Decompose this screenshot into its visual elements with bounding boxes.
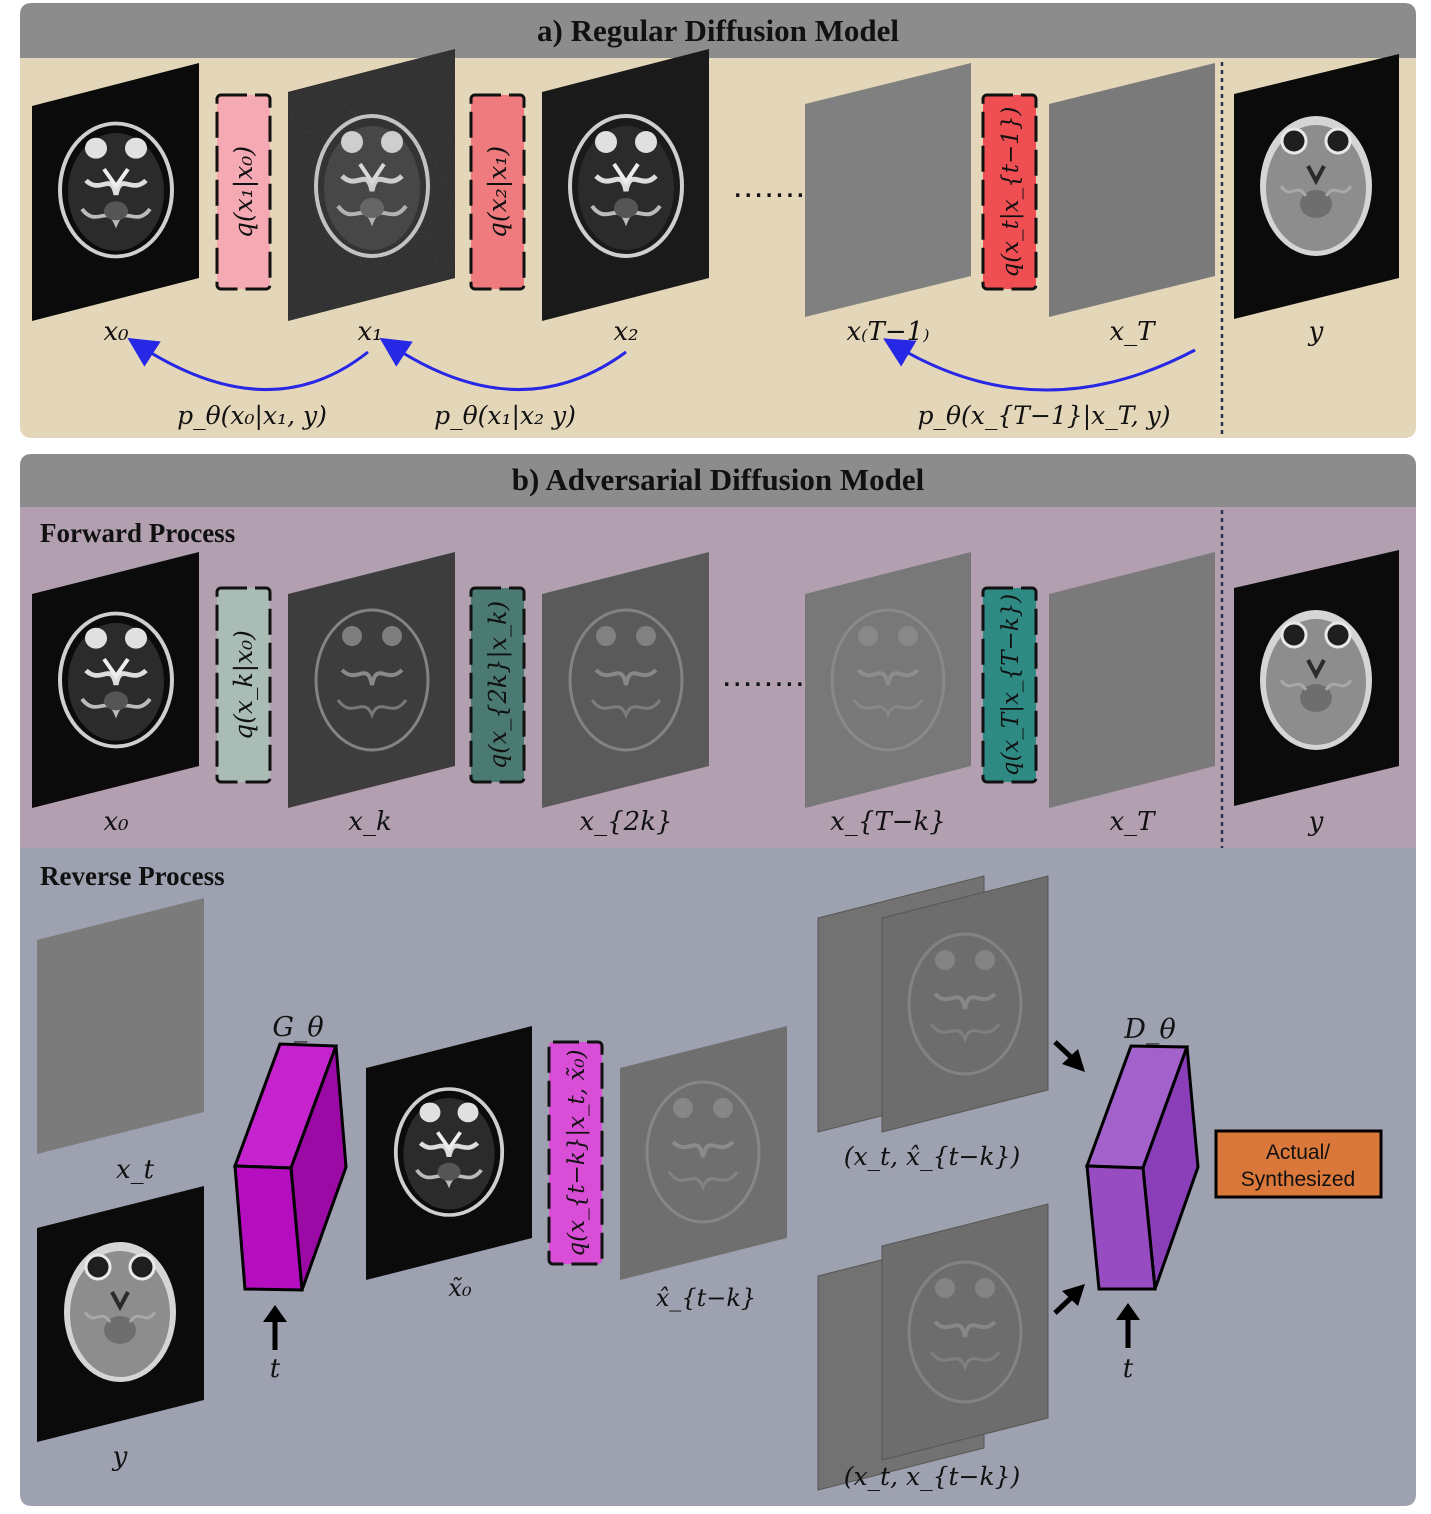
- label-b-y: y: [1308, 807, 1324, 837]
- q-box-a-1-label: q(x₁|x₀): [229, 146, 259, 238]
- q-box-b-1-label: q(x_k|x₀): [229, 630, 259, 740]
- forward-title: Forward Process: [40, 518, 235, 548]
- q-box-a-2: q(x₂|x₁): [471, 95, 524, 289]
- image-x0-a: [32, 63, 199, 321]
- label-x0-tilde: x̃₀: [448, 1274, 472, 1302]
- q-box-a-1: q(x₁|x₀): [217, 95, 270, 289]
- image-y-b: [1234, 550, 1399, 806]
- reverse-label-1: p_θ(x₀|x₁, y): [177, 401, 327, 431]
- image-xT-b: [1049, 552, 1215, 808]
- panel-a-title: a) Regular Diffusion Model: [537, 13, 899, 48]
- q-box-b-1: q(x_k|x₀): [217, 588, 270, 782]
- image-x2k-b: [542, 552, 709, 808]
- label-rev-xt: x_t: [116, 1155, 155, 1185]
- image-xhat: [620, 1026, 787, 1280]
- image-x0-b: [32, 552, 199, 808]
- label-pair-real: (x_t, x_{t−k}): [844, 1462, 1021, 1491]
- label-b-xk: x_k: [348, 807, 391, 837]
- q-box-a-3-label: q(x_t|x_{t−1}): [998, 106, 1024, 277]
- label-a-x2: x₂: [613, 317, 638, 347]
- pair-fake-images: [818, 876, 1048, 1132]
- image-xk-b: [288, 552, 455, 808]
- label-b-xT: x_T: [1109, 807, 1156, 837]
- output-line-1: Actual/: [1266, 1141, 1330, 1164]
- q-box-b-3: q(x_T|x_{T−k}): [983, 588, 1036, 782]
- label-xhat: x̂_{t−k}: [656, 1284, 756, 1312]
- label-a-x0: x₀: [103, 317, 129, 347]
- image-x2-a: [542, 49, 709, 321]
- image-xt-rev: [37, 898, 204, 1154]
- image-y-rev: [37, 1186, 204, 1442]
- label-b-x0: x₀: [103, 807, 129, 837]
- image-xT-1-a: [805, 63, 971, 317]
- q-box-b-3-label: q(x_T|x_{T−k}): [998, 594, 1024, 777]
- label-a-x1: x₁: [357, 317, 382, 347]
- discriminator-t-label: t: [1123, 1354, 1134, 1384]
- ellipsis-a: ........: [733, 167, 817, 205]
- reverse-label-2: p_θ(x₁|x₂ y): [434, 401, 576, 431]
- image-xT-k-b: [805, 552, 971, 808]
- label-b-xT-k: x_{T−k}: [830, 807, 946, 837]
- output-box: Actual/ Synthesized: [1216, 1131, 1381, 1197]
- q-box-a-2-label: q(x₂|x₁): [483, 146, 513, 238]
- q-box-b-2: q(x_{2k}|x_k): [471, 588, 524, 782]
- label-a-y: y: [1308, 317, 1324, 347]
- panel-a: a) Regular Diffusion Model ........: [20, 3, 1416, 438]
- label-rev-y: y: [112, 1442, 128, 1472]
- reverse-label-3: p_θ(x_{T−1}|x_T, y): [917, 401, 1170, 431]
- panel-b: b) Adversarial Diffusion Model Forward P…: [20, 454, 1416, 1506]
- label-a-xT-1: x₍T−1₎: [846, 317, 929, 347]
- q-box-rev-label: q(x_{t−k}|x_t, x̃₀): [564, 1049, 590, 1256]
- image-xT-a: [1049, 63, 1215, 317]
- reverse-title: Reverse Process: [40, 861, 225, 891]
- label-a-xT: x_T: [1109, 317, 1156, 347]
- q-box-b-2-label: q(x_{2k}|x_k): [484, 601, 513, 769]
- image-y-a: [1234, 54, 1399, 319]
- image-x0-tilde: [366, 1026, 532, 1280]
- image-x1-a: [288, 49, 455, 321]
- label-b-x2k: x_{2k}: [579, 807, 672, 837]
- q-box-rev: q(x_{t−k}|x_t, x̃₀): [549, 1042, 602, 1264]
- q-box-a-3: q(x_t|x_{t−1}): [983, 95, 1036, 289]
- generator-t-label: t: [270, 1354, 281, 1384]
- panel-b-title: b) Adversarial Diffusion Model: [512, 462, 925, 497]
- generator-label: G_θ: [272, 1012, 323, 1043]
- discriminator-label: D_θ: [1123, 1014, 1175, 1045]
- output-line-2: Synthesized: [1241, 1168, 1355, 1191]
- ellipsis-b: ........: [722, 656, 806, 694]
- label-pair-fake: (x_t, x̂_{t−k}): [844, 1142, 1021, 1171]
